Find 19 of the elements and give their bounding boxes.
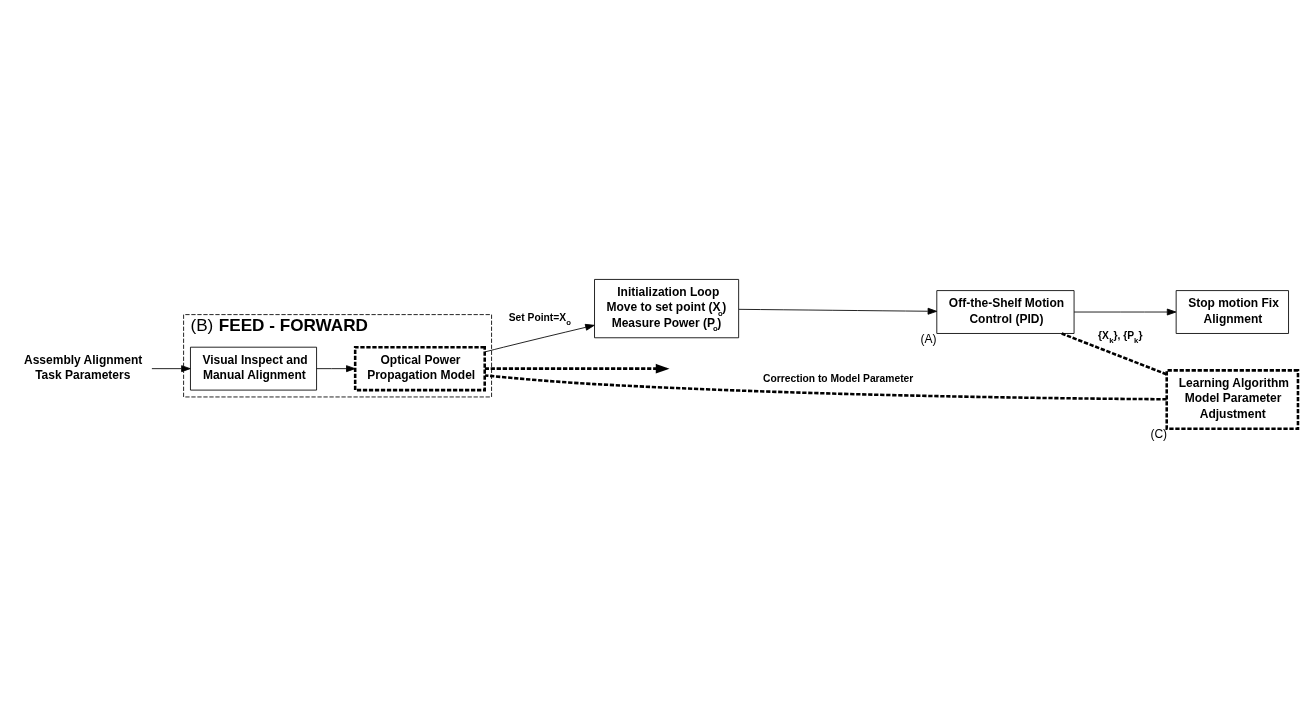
edge-label: {X$_{k}$}, {P$_{k}$}: [1098, 329, 1143, 345]
arrow: [484, 323, 595, 352]
node-box: Stop motion Fix Alignment: [1175, 289, 1289, 334]
node-text: Assembly Alignment Task Parameters: [24, 352, 143, 382]
arrow: [316, 364, 356, 372]
node-box: Initialization Loop Move to set point (X$_{o}$) Measure Power (P$_{o}$): [594, 278, 740, 338]
edge-label: Set Point=X$_{o}$: [508, 311, 571, 327]
node-box: Learning Algorithm Model Parameter Adjustment: [1165, 368, 1300, 430]
connector: [484, 373, 1167, 401]
node-box: Off-the-Shelf Motion Control (PID): [936, 289, 1075, 334]
arrow: [738, 307, 938, 315]
node-box: Visual Inspect and Manual Alignment: [190, 346, 317, 391]
arrow: [151, 364, 191, 372]
node-label: (A): [920, 331, 937, 346]
node-box: Optical Power Propagation Model: [353, 345, 486, 391]
node-label: (C): [1150, 426, 1168, 441]
edge-label: Correction to Model Parameter: [763, 372, 914, 384]
connector: [1061, 331, 1167, 375]
arrow: [1073, 308, 1177, 315]
